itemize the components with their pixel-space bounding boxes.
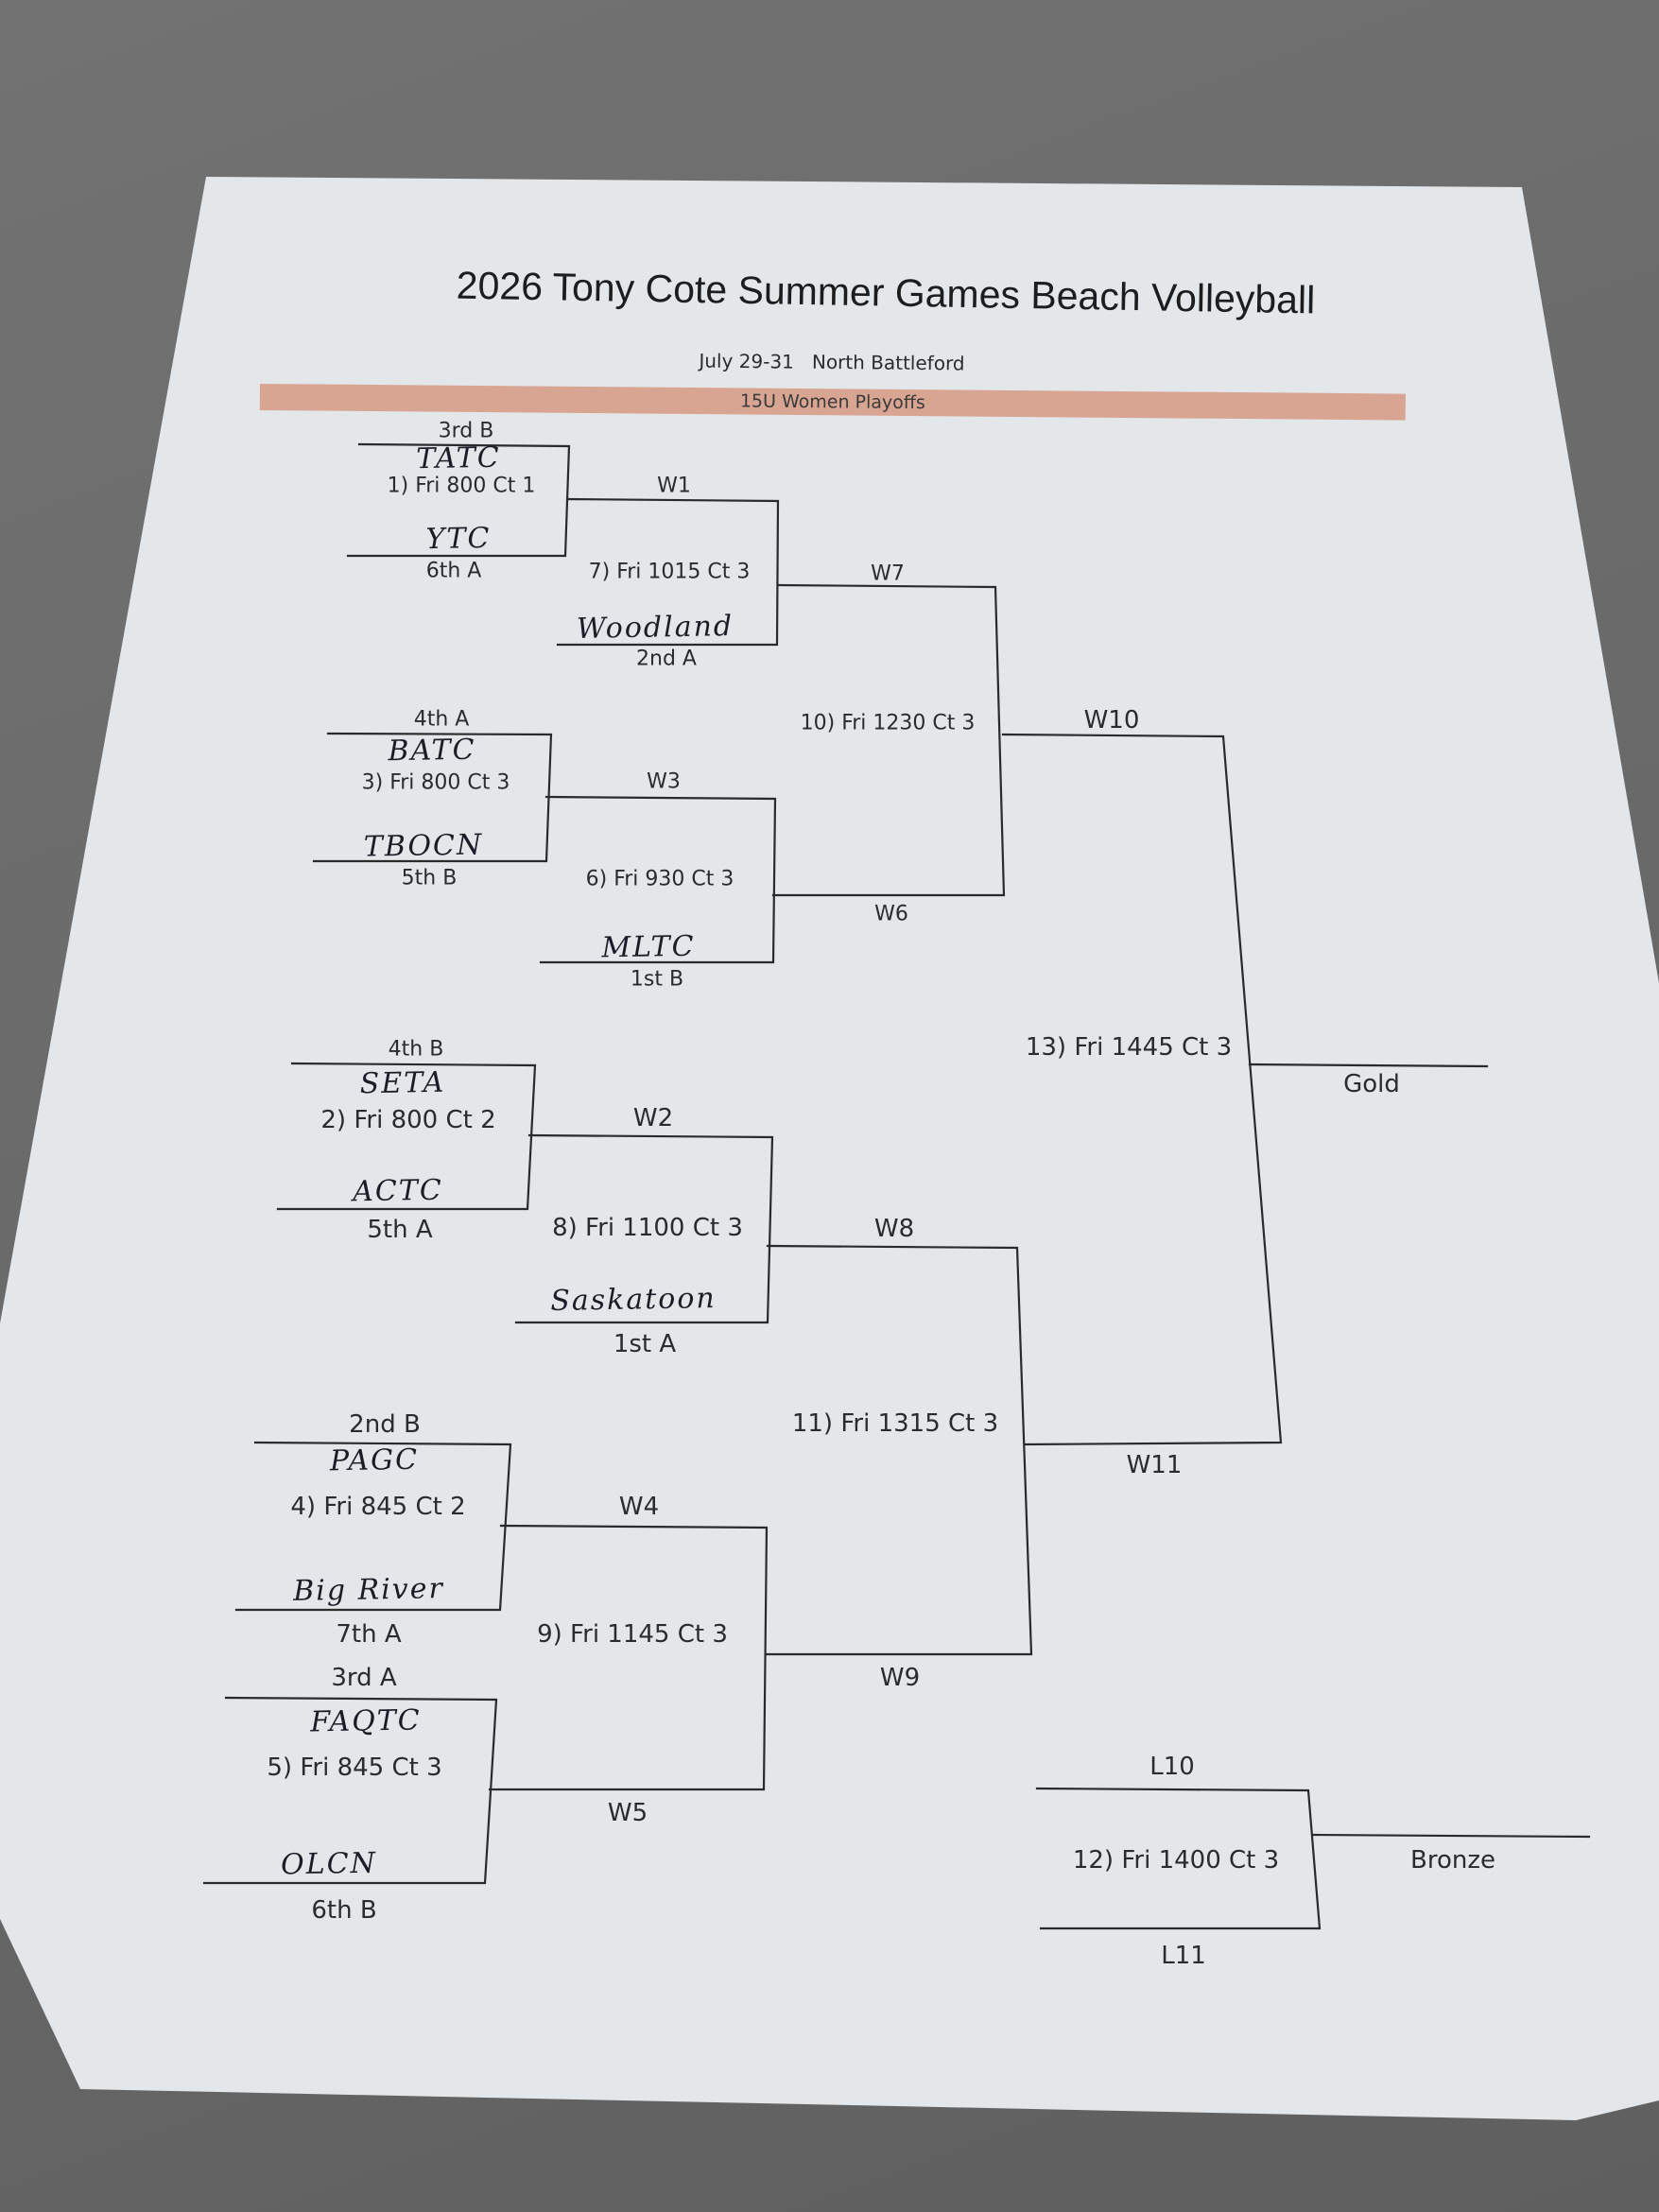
seed-label: 6th A bbox=[425, 559, 482, 583]
bronze-label: Bronze bbox=[1410, 1846, 1495, 1875]
match-1-lines bbox=[346, 442, 571, 558]
result-label: W11 bbox=[1126, 1451, 1183, 1479]
match-label: 8) Fri 1100 Ct 3 bbox=[552, 1214, 743, 1242]
paper-sheet bbox=[0, 177, 1659, 2120]
result-label: L10 bbox=[1149, 1753, 1195, 1781]
match-label: 9) Fri 1145 Ct 3 bbox=[537, 1620, 728, 1649]
match-10-lines bbox=[771, 583, 1006, 897]
match-label: 12) Fri 1400 Ct 3 bbox=[1072, 1846, 1280, 1875]
seed-label: 2nd B bbox=[349, 1410, 421, 1439]
match-9-lines bbox=[488, 1524, 769, 1791]
match-8-lines bbox=[514, 1133, 774, 1324]
team-name: Woodland bbox=[576, 610, 734, 646]
match-2-lines bbox=[276, 1062, 537, 1211]
match-4-lines bbox=[234, 1441, 512, 1612]
match-7-lines bbox=[556, 497, 780, 647]
team-name: Big River bbox=[292, 1572, 445, 1608]
match-11-lines bbox=[764, 1244, 1033, 1656]
seed-label: 5th B bbox=[401, 866, 458, 890]
match-label: 4) Fri 845 Ct 2 bbox=[290, 1493, 466, 1521]
match-label: 10) Fri 1230 Ct 3 bbox=[800, 711, 976, 735]
result-label: L11 bbox=[1161, 1942, 1206, 1970]
team-name: TATC bbox=[416, 441, 501, 476]
team-name: YTC bbox=[425, 521, 492, 557]
seed-label: 6th B bbox=[311, 1896, 377, 1925]
match-label: 5) Fri 845 Ct 3 bbox=[267, 1754, 442, 1782]
team-name: MLTC bbox=[601, 929, 696, 965]
seed-label: 1st A bbox=[613, 1330, 677, 1358]
seed-label: 3rd A bbox=[331, 1664, 397, 1692]
match-label: 11) Fri 1315 Ct 3 bbox=[791, 1409, 999, 1438]
bronze-line bbox=[1311, 1833, 1591, 1839]
team-name: SETA bbox=[359, 1065, 446, 1101]
result-label: W1 bbox=[657, 474, 691, 498]
seed-label: 4th A bbox=[413, 707, 470, 732]
result-label: W9 bbox=[879, 1664, 921, 1692]
result-label: W3 bbox=[647, 769, 681, 794]
match-13-lines bbox=[1001, 733, 1283, 1446]
match-6-lines bbox=[539, 795, 777, 964]
match-label: 7) Fri 1015 Ct 3 bbox=[588, 560, 751, 584]
match-label: 3) Fri 800 Ct 3 bbox=[361, 770, 510, 795]
result-label: W5 bbox=[607, 1799, 648, 1827]
team-name: BATC bbox=[388, 733, 476, 769]
team-name: Saskatoon bbox=[550, 1281, 717, 1319]
team-name: OLCN bbox=[280, 1846, 378, 1882]
team-name: FAQTC bbox=[309, 1703, 423, 1739]
seed-label: 7th A bbox=[336, 1620, 402, 1649]
result-label: W2 bbox=[632, 1104, 674, 1132]
seed-label: 1st B bbox=[630, 967, 684, 992]
match-12-lines bbox=[1035, 1787, 1322, 1930]
match-label: 1) Fri 800 Ct 1 bbox=[387, 474, 536, 498]
gold-line bbox=[1248, 1063, 1489, 1068]
match-label: 2) Fri 800 Ct 2 bbox=[320, 1106, 496, 1134]
seed-label: 2nd A bbox=[636, 647, 697, 671]
match-5-lines bbox=[202, 1696, 498, 1885]
seed-label: 4th B bbox=[388, 1037, 444, 1062]
result-label: W6 bbox=[874, 902, 908, 926]
event-date-location: July 29-31 North Battleford bbox=[699, 349, 965, 375]
team-name: PAGC bbox=[329, 1443, 420, 1478]
result-label: W10 bbox=[1083, 706, 1140, 734]
team-name: TBOCN bbox=[363, 828, 484, 864]
match-label: 6) Fri 930 Ct 3 bbox=[585, 867, 734, 891]
match-label: 13) Fri 1445 Ct 3 bbox=[1025, 1033, 1233, 1062]
result-label: W8 bbox=[873, 1215, 915, 1243]
seed-label: 3rd B bbox=[438, 419, 494, 443]
seed-label: 5th A bbox=[367, 1216, 433, 1244]
result-label: W7 bbox=[871, 562, 905, 586]
gold-label: Gold bbox=[1343, 1070, 1400, 1098]
result-label: W4 bbox=[618, 1493, 660, 1521]
team-name: ACTC bbox=[352, 1173, 444, 1209]
